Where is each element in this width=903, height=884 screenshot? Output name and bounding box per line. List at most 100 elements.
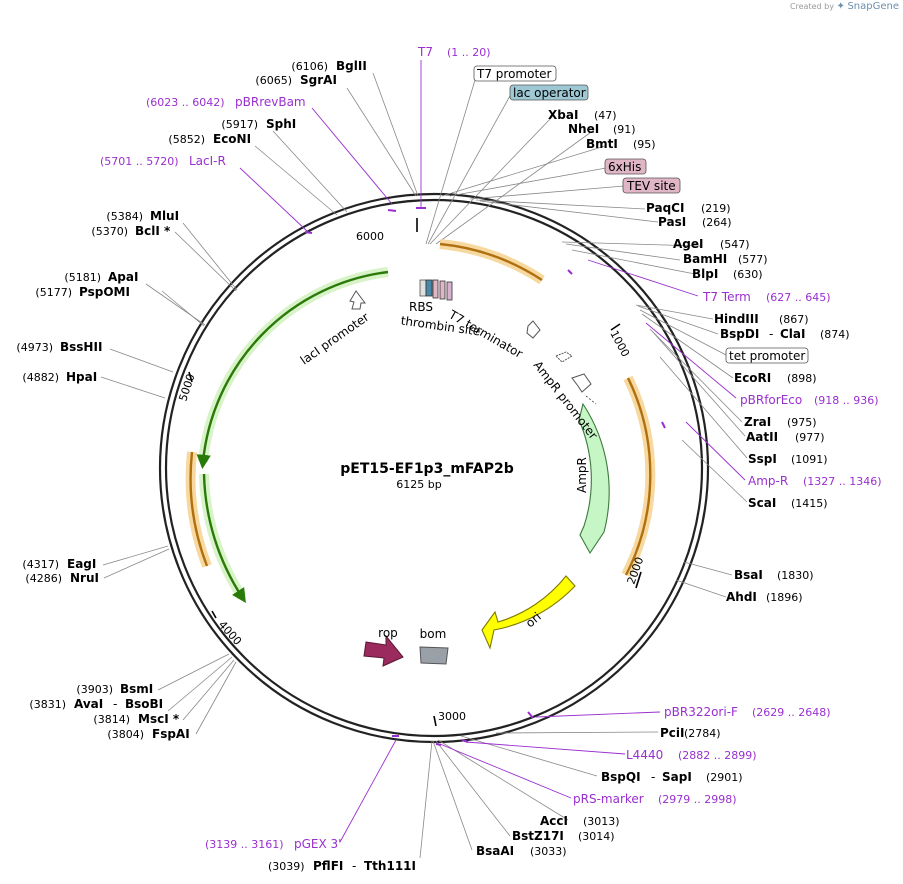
boxed-feature-tev-site: TEV site <box>622 177 681 194</box>
svg-text:(91): (91) <box>613 123 636 136</box>
plasmid-name: pET15-EF1p3_mFAP2b <box>340 461 513 477</box>
svg-text:ZraI: ZraI <box>744 415 771 429</box>
boxed-feature-6xhis: 6xHis <box>604 158 647 175</box>
svg-text:HindIII: HindIII <box>714 312 759 326</box>
primer-pbr322ori-f-range: (2629 .. 2648) <box>752 706 831 719</box>
boxed-feature-lac-operator: lac operator <box>509 84 589 101</box>
primer-pgex3-range: (3139 .. 3161) <box>205 838 284 851</box>
svg-text:(5852): (5852) <box>168 133 205 146</box>
svg-text:(2901): (2901) <box>706 771 743 784</box>
ampr-dots <box>585 395 597 405</box>
svg-text:T7 promoter: T7 promoter <box>476 67 552 81</box>
svg-text:(95): (95) <box>633 138 656 151</box>
svg-text:BsoBI: BsoBI <box>125 697 163 711</box>
rop-label: rop <box>378 626 398 640</box>
svg-text:(1415): (1415) <box>791 497 828 510</box>
svg-text:AgeI: AgeI <box>673 237 703 251</box>
svg-text:(4317): (4317) <box>22 558 59 571</box>
svg-text:EagI: EagI <box>67 557 96 571</box>
svg-text:SgrAI: SgrAI <box>300 73 337 87</box>
primer-prs-marker: pRS-marker <box>573 792 644 806</box>
svg-text:(867): (867) <box>779 313 809 326</box>
svg-text:EcoNI: EcoNI <box>213 132 251 146</box>
svg-text:BlpI: BlpI <box>692 267 718 281</box>
enzyme-labels-bottom: PciI (2784) BspQI - SapI (2901) AccI (30… <box>268 726 743 873</box>
svg-text:(4882): (4882) <box>22 371 59 384</box>
primer-laci-r: LacI-R <box>189 154 226 168</box>
his-block <box>432 279 439 299</box>
svg-text:BsaI: BsaI <box>734 568 763 582</box>
snapgene-credit: Created by ✦ SnapGene <box>790 1 899 12</box>
svg-text:(4973): (4973) <box>16 341 53 354</box>
svg-text:(264): (264) <box>702 216 732 229</box>
primer-l4440: L4440 <box>626 748 663 762</box>
svg-text:BmtI: BmtI <box>586 137 618 151</box>
orange-feature-left <box>189 451 209 567</box>
svg-text:(3039): (3039) <box>268 860 305 873</box>
svg-text:lac operator: lac operator <box>513 86 586 100</box>
rbs-label: RBS <box>409 300 433 314</box>
svg-text:BspDI: BspDI <box>720 327 759 341</box>
svg-text:(1830): (1830) <box>777 569 814 582</box>
svg-text:ScaI: ScaI <box>748 496 776 510</box>
svg-text:BamHI: BamHI <box>683 252 727 266</box>
svg-text:AvaI: AvaI <box>74 697 103 711</box>
svg-text:6xHis: 6xHis <box>608 160 641 174</box>
svg-text:(5384): (5384) <box>106 210 143 223</box>
svg-text:(3903): (3903) <box>76 683 113 696</box>
svg-text:(1091): (1091) <box>791 453 828 466</box>
primer-prs-marker-range: (2979 .. 2998) <box>658 793 737 806</box>
svg-text:PasI: PasI <box>658 215 686 229</box>
lacI-arc-lower-glow <box>199 473 247 600</box>
svg-text:(3814): (3814) <box>93 713 130 726</box>
svg-text:(5177): (5177) <box>35 286 72 299</box>
svg-text:(5917): (5917) <box>221 118 258 131</box>
laci-promoter-label: lacI promoter <box>298 310 372 368</box>
svg-text:PflFI: PflFI <box>313 859 343 873</box>
svg-text:BssHII: BssHII <box>60 340 102 354</box>
svg-text:(5370): (5370) <box>91 225 128 238</box>
svg-text:TEV site: TEV site <box>626 179 676 193</box>
svg-text:BglII: BglII <box>336 59 367 73</box>
bom-label: bom <box>420 627 447 641</box>
svg-text:PciI: PciI <box>660 726 685 740</box>
svg-text:-: - <box>113 697 117 711</box>
primer-amp-r-range: (1327 .. 1346) <box>803 475 882 488</box>
primer-pbrforeco: pBRforEco <box>740 393 802 407</box>
orange-feature-top-glow <box>439 239 545 285</box>
thrombin-block <box>446 281 453 301</box>
primer-marks <box>304 207 666 746</box>
ampr-arrow <box>578 402 610 555</box>
orange-feature-right <box>624 377 652 576</box>
plasmid-size: 6125 bp <box>396 478 441 491</box>
backbone-outer <box>158 192 710 744</box>
svg-text:(47): (47) <box>594 109 617 122</box>
svg-text:(630): (630) <box>733 268 763 281</box>
svg-text:-: - <box>651 770 655 784</box>
svg-text:ClaI: ClaI <box>780 327 805 341</box>
primer-pgex3: pGEX 3' <box>294 837 341 851</box>
primer-t7: T7 <box>417 45 433 59</box>
svg-text:EcoRI: EcoRI <box>734 371 771 385</box>
svg-text:Tth111I: Tth111I <box>364 859 416 873</box>
svg-text:(6106): (6106) <box>291 60 328 73</box>
svg-text:SspI: SspI <box>748 452 777 466</box>
rop-arrow <box>363 634 404 667</box>
tick-5000: 5000 <box>176 372 197 403</box>
primer-t7-term-range: (627 .. 645) <box>766 291 831 304</box>
rbs-block <box>419 279 427 297</box>
svg-text:(975): (975) <box>787 416 817 429</box>
svg-text:SphI: SphI <box>266 117 296 131</box>
primer-laci-r-range: (5701 .. 5720) <box>100 155 179 168</box>
svg-text:(3014): (3014) <box>578 830 615 843</box>
tick-3000: 3000 <box>438 710 466 723</box>
ampr-label: AmpR <box>575 457 589 493</box>
leader-lines <box>100 72 748 859</box>
lac-operator-block <box>425 279 433 297</box>
lacI-arc-lower <box>202 473 246 604</box>
svg-text:(219): (219) <box>701 202 731 215</box>
svg-text:(5181): (5181) <box>64 271 101 284</box>
svg-text:NruI: NruI <box>70 571 99 585</box>
